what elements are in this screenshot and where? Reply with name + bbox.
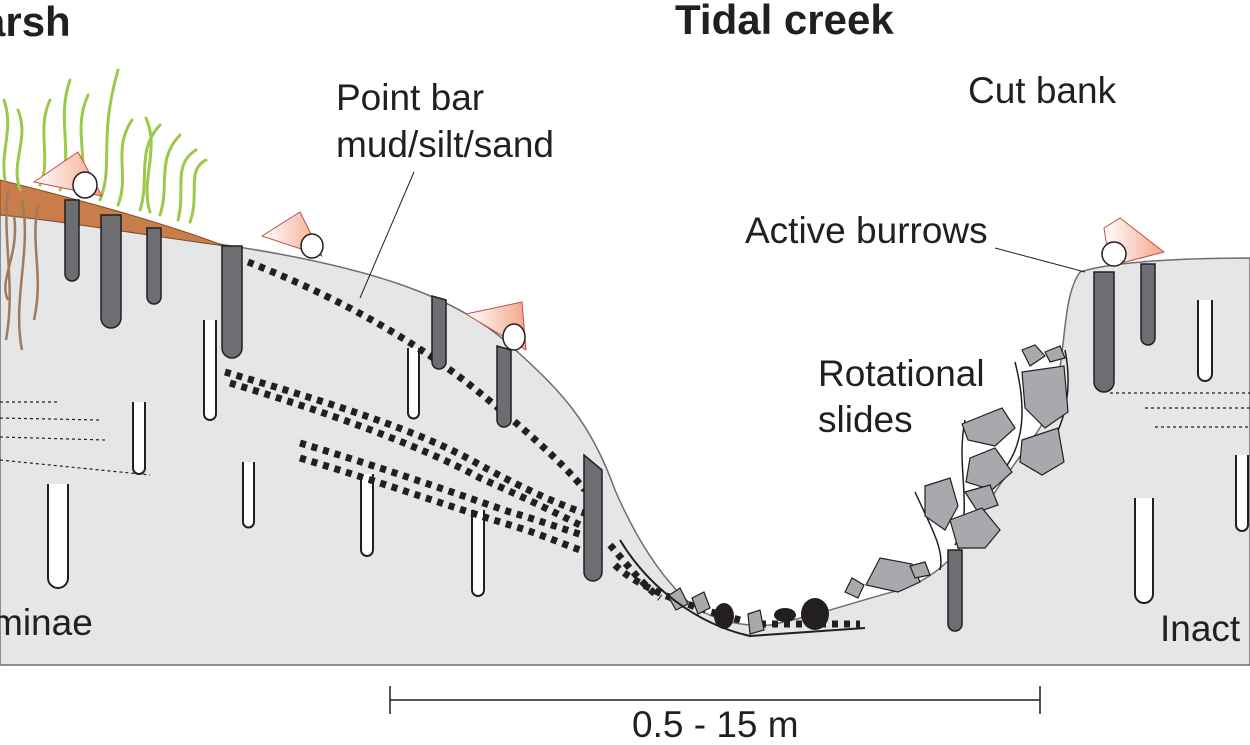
laminae-lines: [0, 392, 1250, 476]
laminae-label: minae: [0, 602, 93, 643]
cut-bank-label: Cut bank: [968, 70, 1117, 111]
marsh-roots: [4, 189, 40, 351]
lag-pebbles: [714, 598, 829, 630]
animal-point-bar-top: [260, 211, 324, 259]
channel-floor: [619, 539, 866, 638]
inactive-burrows-label: Inact: [1160, 608, 1241, 649]
animal-marsh: [32, 151, 103, 199]
marsh-title: arsh: [0, 0, 71, 45]
point-bar-label-line1: Point bar: [336, 77, 485, 118]
point-bar-label-line2: mud/silt/sand: [336, 124, 554, 165]
scale-bar-label: 0.5 - 15 m: [632, 704, 799, 745]
rotational-slide-blocks: [667, 344, 1069, 635]
active-burrows-leader-line: [994, 247, 1086, 273]
inactive-burrows: [47, 300, 1249, 604]
active-burrows: [64, 199, 1156, 632]
active-burrows-label: Active burrows: [745, 210, 988, 251]
animal-point-bar-slope: [464, 301, 527, 351]
point-bar-leader-line: [359, 171, 415, 299]
rotational-slides-label-line2: slides: [818, 399, 913, 440]
tidal-creek-title: Tidal creek: [675, 0, 894, 43]
burrowing-animals: [32, 151, 1166, 351]
rotational-slides-label-line1: Rotational: [818, 353, 985, 394]
marsh-grass: [2, 68, 208, 224]
scale-bar: [389, 686, 1041, 714]
animal-cut-bank: [1101, 217, 1166, 267]
